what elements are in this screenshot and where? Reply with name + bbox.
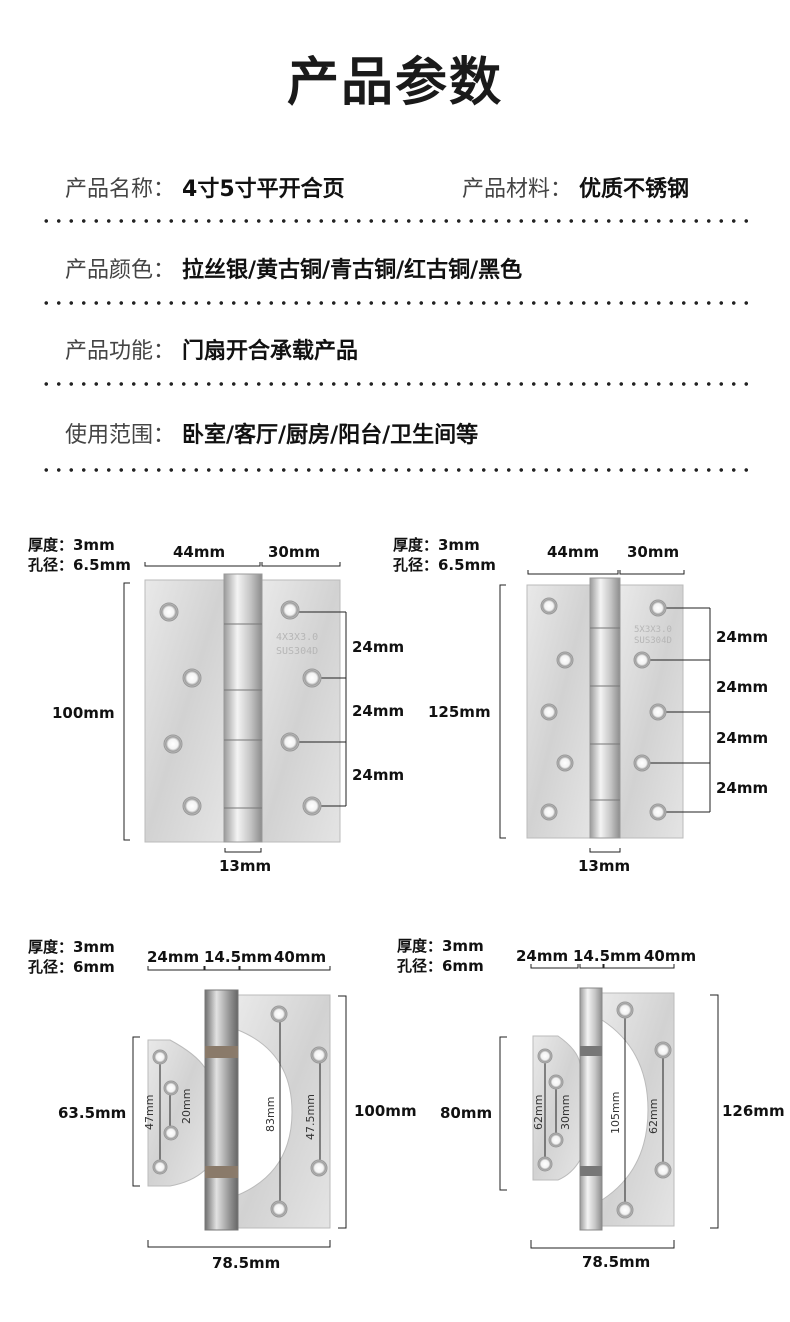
thickness-text: 厚度：3mm — [28, 938, 115, 956]
param-row-function: 产品功能： 门扇开合承载产品 — [65, 333, 358, 365]
stamp-text: SUS304D — [634, 636, 672, 646]
name-label: 产品名称： — [65, 177, 176, 202]
hinge1-specs: 厚度：3mm 孔径：6.5mm — [28, 535, 131, 575]
dim-label: 78.5mm — [582, 1253, 651, 1271]
thickness-text: 厚度：3mm — [393, 536, 480, 554]
dim-label: 40mm — [644, 947, 697, 965]
dim-label: 13mm — [219, 857, 272, 875]
hinge3-specs: 厚度：3mm 孔径：6mm — [28, 937, 115, 977]
param-row-name: 产品名称： 4寸5寸平开合页 — [65, 171, 345, 203]
material-value: 优质不锈钢 — [579, 177, 690, 202]
dim-label: 44mm — [173, 543, 226, 561]
dim-label: 100mm — [52, 704, 115, 722]
dotted-divider — [40, 300, 752, 306]
dim-label: 30mm — [559, 1095, 572, 1130]
dotted-divider — [40, 467, 752, 473]
dim-label: 24mm — [716, 729, 769, 747]
function-label: 产品功能： — [65, 339, 176, 364]
dim-label: 100mm — [354, 1102, 417, 1120]
dim-label: 62mm — [647, 1099, 660, 1134]
dim-label: 125mm — [428, 703, 491, 721]
color-value: 拉丝银/黄古铜/青古铜/红古铜/黑色 — [182, 258, 523, 283]
dim-label: 30mm — [627, 543, 680, 561]
dim-label: 24mm — [352, 638, 405, 656]
stamp-text: SUS304D — [276, 646, 318, 657]
dim-label: 20mm — [180, 1089, 193, 1124]
dim-label: 24mm — [716, 779, 769, 797]
dim-label: 24mm — [147, 948, 200, 966]
hole-text: 孔径：6.5mm — [28, 556, 131, 574]
hole-text: 孔径：6mm — [28, 958, 115, 976]
dim-label: 105mm — [609, 1092, 622, 1134]
dim-label: 126mm — [722, 1102, 785, 1120]
dim-label: 14.5mm — [573, 947, 642, 965]
param-row-color: 产品颜色： 拉丝银/黄古铜/青古铜/红古铜/黑色 — [65, 252, 522, 284]
hinge2-specs: 厚度：3mm 孔径：6.5mm — [393, 535, 496, 575]
hole-text: 孔径：6mm — [397, 957, 484, 975]
stamp-text: 5X3X3.0 — [634, 625, 672, 635]
thickness-text: 厚度：3mm — [28, 536, 115, 554]
dim-label: 24mm — [516, 947, 569, 965]
hinge4-specs: 厚度：3mm 孔径：6mm — [397, 936, 484, 976]
color-label: 产品颜色： — [65, 258, 176, 283]
dotted-divider — [40, 218, 752, 224]
dim-label: 24mm — [352, 702, 405, 720]
dim-label: 40mm — [274, 948, 327, 966]
material-label: 产品材料： — [462, 177, 573, 202]
dim-label: 24mm — [716, 628, 769, 646]
dim-label: 62mm — [532, 1095, 545, 1130]
hole-text: 孔径：6.5mm — [393, 556, 496, 574]
dotted-divider — [40, 381, 752, 387]
page-title: 产品参数 — [286, 53, 503, 113]
dim-label: 47.5mm — [304, 1094, 317, 1140]
function-value: 门扇开合承载产品 — [182, 339, 359, 364]
dim-label: 14.5mm — [204, 948, 273, 966]
dim-label: 44mm — [547, 543, 600, 561]
range-value: 卧室/客厅/厨房/阳台/卫生间等 — [182, 423, 479, 448]
range-label: 使用范围： — [65, 423, 176, 448]
thickness-text: 厚度：3mm — [397, 937, 484, 955]
param-row-material: 产品材料： 优质不锈钢 — [462, 171, 689, 203]
stamp-text: 4X3X3.0 — [276, 632, 318, 643]
dim-label: 13mm — [578, 857, 631, 875]
dim-label: 47mm — [143, 1095, 156, 1130]
name-value: 4寸5寸平开合页 — [182, 177, 345, 202]
dim-label: 80mm — [440, 1104, 493, 1122]
dim-label: 24mm — [716, 678, 769, 696]
dim-label: 24mm — [352, 766, 405, 784]
dim-label: 83mm — [264, 1097, 277, 1132]
param-row-range: 使用范围： 卧室/客厅/厨房/阳台/卫生间等 — [65, 417, 478, 449]
dim-label: 30mm — [268, 543, 321, 561]
dim-label: 63.5mm — [58, 1104, 127, 1122]
dim-label: 78.5mm — [212, 1254, 281, 1272]
